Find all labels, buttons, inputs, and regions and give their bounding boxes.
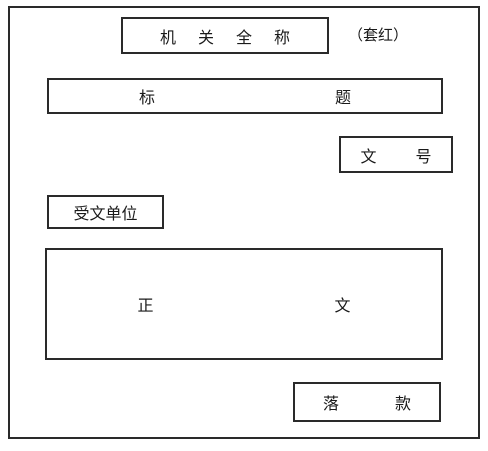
document-frame bbox=[8, 6, 480, 439]
recipient-label: 受文单位 bbox=[73, 204, 138, 223]
document-bottom-rule bbox=[8, 437, 480, 439]
recipient-box: 受文单位 bbox=[47, 195, 164, 229]
doc-number-box: 文 号 bbox=[339, 136, 453, 173]
agency-name-box: 机 关 全 称 bbox=[121, 17, 329, 54]
agency-name-char: 关 bbox=[197, 27, 214, 47]
doc-number-char: 号 bbox=[415, 146, 432, 166]
body-char: 文 bbox=[334, 296, 351, 315]
agency-name-char: 全 bbox=[236, 27, 253, 47]
title-box: 标 题 bbox=[47, 78, 443, 114]
agency-name-char: 机 bbox=[159, 27, 176, 47]
agency-name-char: 称 bbox=[274, 27, 291, 47]
title-char: 题 bbox=[334, 88, 351, 107]
signature-box: 落 款 bbox=[293, 382, 441, 422]
doc-number-char: 文 bbox=[360, 146, 377, 166]
signature-char: 落 bbox=[322, 394, 339, 413]
red-print-note: （套红） bbox=[348, 26, 409, 44]
body-char: 正 bbox=[137, 296, 154, 315]
signature-char: 款 bbox=[394, 394, 411, 413]
title-char: 标 bbox=[138, 88, 155, 107]
body-box: 正 文 bbox=[45, 248, 443, 360]
